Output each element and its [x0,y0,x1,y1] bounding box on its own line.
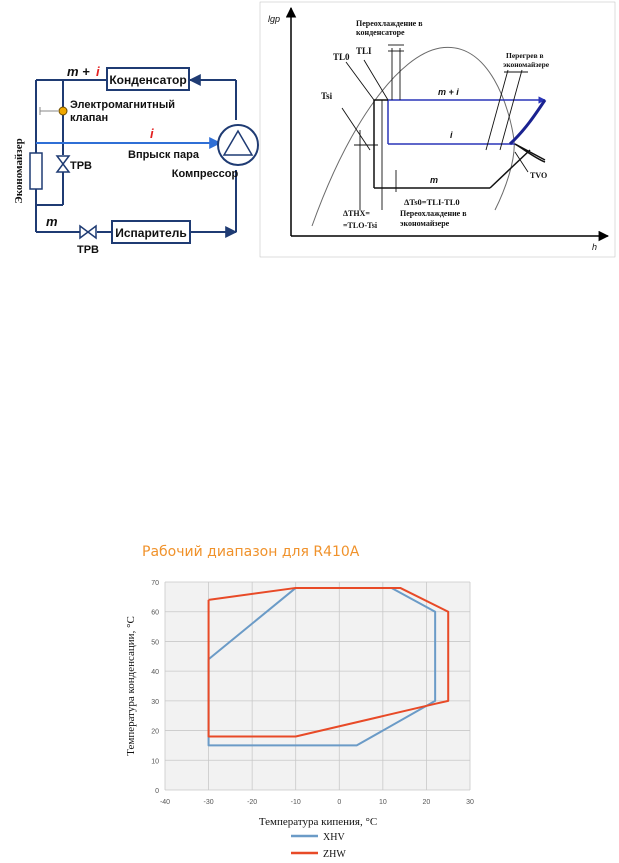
tl0-label: TL0 [333,52,350,62]
y-tick-label: 40 [151,669,159,676]
y-axis-title: Температура конденсации, °C [125,616,137,756]
flow-i-red-label: i [96,64,100,79]
y-tick-label: 10 [151,758,159,765]
evaporator-label: Испаритель [115,226,186,240]
tsi-label: Tsi [321,91,333,101]
tick-layer: 0 10 20 30 40 50 60 70 -40 -30 -20 -10 0 10 20 30 [151,580,474,806]
dts0-label: ΔTs0=TLI-TL0 [404,197,460,207]
evaporator-box [111,220,191,244]
compressor-label: Компрессор [172,168,239,180]
solenoid-label-line2: клапан [70,112,108,124]
x-axis-title: Температура кипения, °C [259,816,377,828]
x-tick-label: 20 [423,799,431,806]
x-tick-label: 30 [466,799,474,806]
cycle-compression-1 [489,149,531,189]
subcool-cond-label-2: конденсаторе [356,28,405,37]
condenser-label: Конденсатор [109,73,186,87]
superheat-label-2: экономайзере [503,60,550,69]
expansion-valve-top-icon [55,155,71,173]
plot-area [165,582,470,790]
trv-bottom-label: ТРВ [77,244,99,256]
tvo-label: TVO [530,171,547,180]
series-line-zhw [207,586,450,738]
x-tick-label: -10 [291,799,301,806]
refrigeration-schematic: Конденсатор Испаритель Компрессор Электр… [13,64,259,256]
solenoid-valve-icon [39,106,68,116]
x-tick-label: -30 [204,799,214,806]
y-tick-label: 60 [151,610,159,617]
subcool-econ-label-1: Переохлаждение в [400,209,467,218]
compressor-icon [217,124,259,166]
envelope-chart: Рабочий диапазон для R410A 0 10 20 30 40 50 60… [125,544,474,860]
ph-cycle [373,96,547,189]
legend-label-xhv: XHV [323,832,345,843]
ph-y-axis-label: lgp [268,14,280,24]
saturation-dome [311,46,515,227]
i-label: i [450,130,453,140]
condenser-box [106,67,190,91]
legend: XHV ZHW [291,832,346,860]
x-tick-label: 0 [337,799,341,806]
x-tick-label: -20 [247,799,257,806]
ph-x-axis-label: h [592,242,597,252]
y-tick-label: 70 [151,580,159,587]
cycle-evap-link [514,143,546,163]
y-tick-label: 0 [155,788,159,795]
series-layer [207,586,450,747]
m-plus-i-label: m + i [438,87,459,97]
dthx-label-2: =TLO-Tsi [343,221,378,230]
cycle-superheat-econ [508,99,547,146]
subcool-cond-label-1: Переохлаждение в [356,19,423,28]
superheat-label-1: Перегрев в [506,51,544,60]
expansion-valve-bottom-icon [79,224,97,240]
injection-i-label: i [150,126,154,141]
ph-markers [341,44,529,210]
trv-top-label: ТРВ [70,160,92,172]
dthx-label-1: ΔTHX= [343,209,370,218]
y-tick-label: 30 [151,699,159,706]
subcool-econ-label-2: экономайзере [400,219,450,228]
solenoid-label-line1: Электромагнитный [70,99,175,111]
vapor-injection-label: Впрыск пара [128,149,200,161]
y-tick-label: 50 [151,639,159,646]
economizer-box [29,152,43,190]
flow-m-plus-label: m + [67,64,90,79]
economizer-label: Экономайзер [13,138,25,203]
y-tick-label: 20 [151,729,159,736]
flow-m-label: m [46,214,58,229]
x-tick-label: -40 [160,799,170,806]
m-label: m [430,175,438,185]
x-tick-label: 10 [379,799,387,806]
legend-label-zhw: ZHW [323,849,346,860]
tli-label: TLI [356,46,372,56]
ph-frame [259,1,616,258]
ph-diagram: lgp h [259,1,616,258]
chart-title: Рабочий диапазон для R410A [142,544,360,560]
